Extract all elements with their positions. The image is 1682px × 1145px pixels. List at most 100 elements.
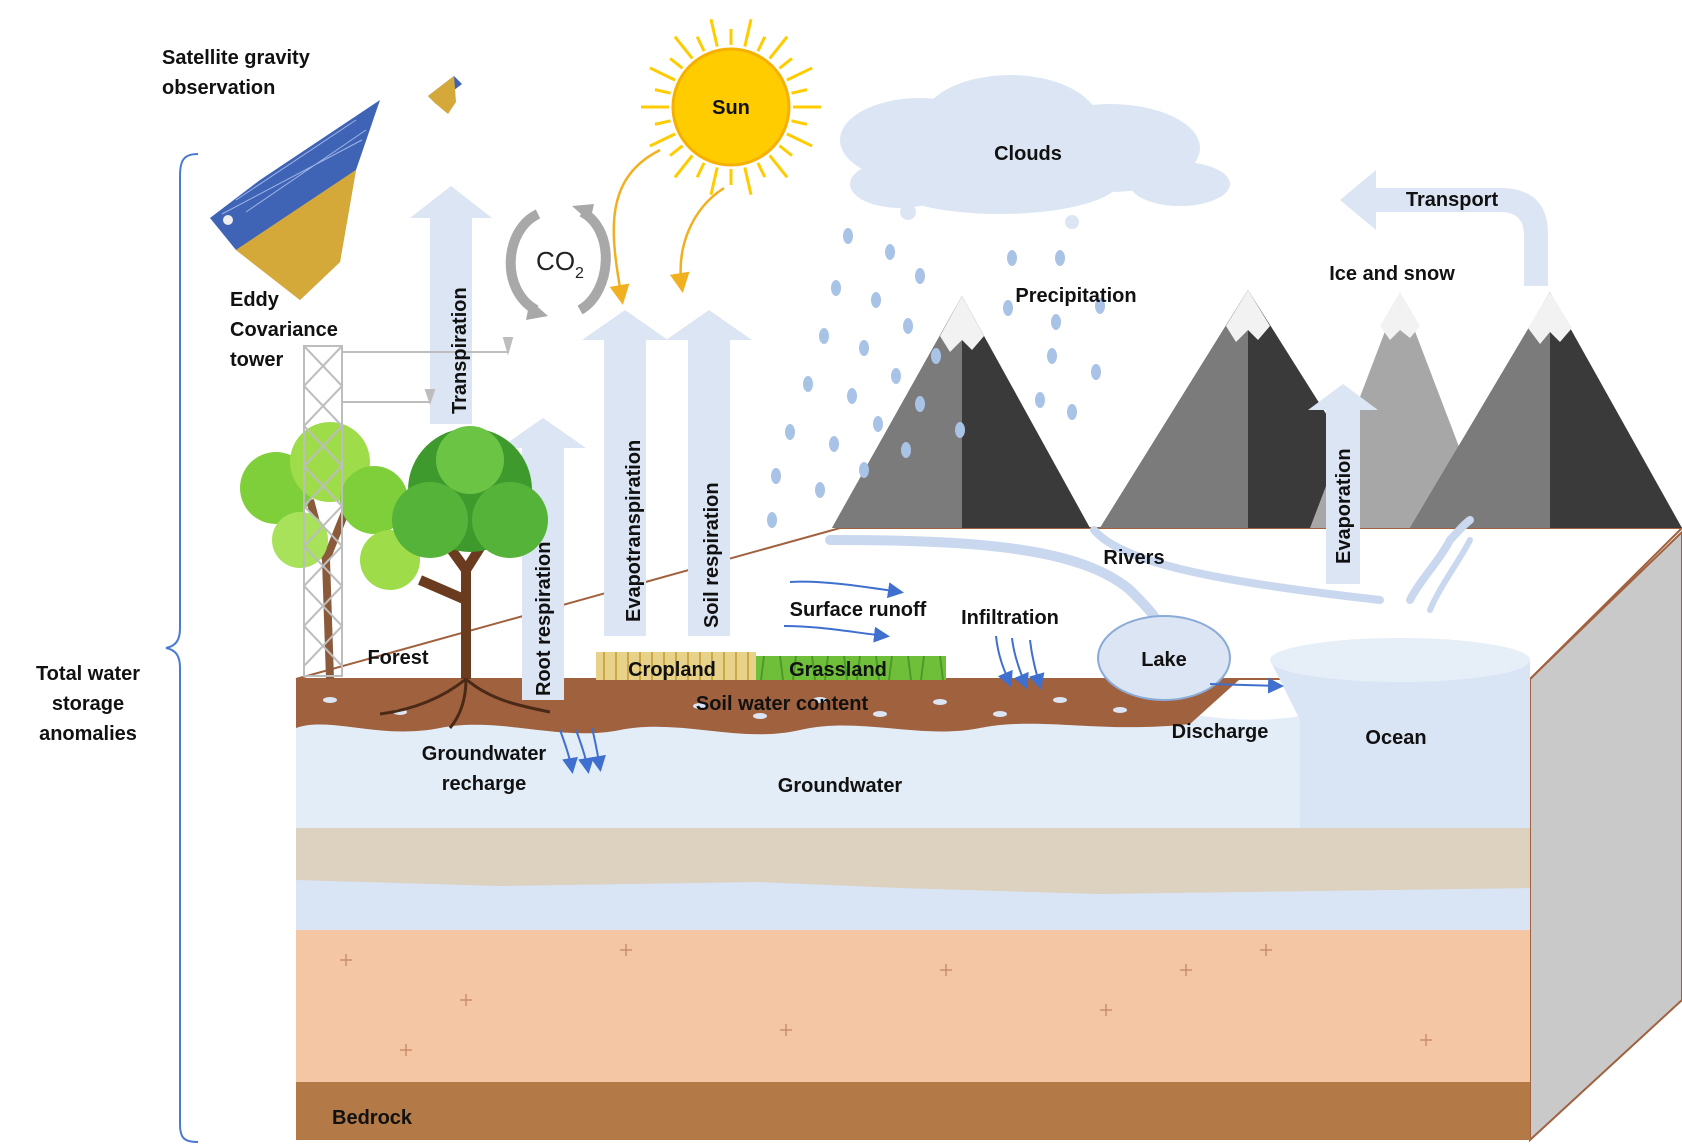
raindrop — [915, 396, 925, 412]
transport-label: Transport — [1406, 189, 1499, 211]
tws-label-line3: anomalies — [39, 723, 137, 745]
raindrop — [815, 482, 825, 498]
ocean-body — [1270, 640, 1530, 828]
infiltration-arrow-2 — [1011, 637, 1029, 690]
clay-layer — [296, 930, 1530, 1082]
clay-cracks — [340, 944, 1432, 1056]
raindrop — [1095, 298, 1105, 314]
raindrop — [915, 268, 925, 284]
raindrop — [843, 228, 853, 244]
eddy-label-line3: tower — [230, 349, 284, 371]
groundwater-layer — [296, 709, 1530, 828]
sunlight-arrow-2 — [669, 186, 725, 293]
recharge-arrow-3 — [590, 727, 606, 772]
raindrop — [903, 318, 913, 334]
raindrop — [771, 468, 781, 484]
sun-ray — [669, 57, 684, 70]
sun-ray — [673, 154, 694, 179]
eddy-label-line2: Covariance — [230, 319, 338, 341]
lake-label: Lake — [1141, 649, 1187, 671]
sand-layer — [296, 828, 1530, 894]
sun-ray — [654, 119, 671, 126]
tws-label-line1: Total water — [36, 663, 140, 685]
raindrop — [767, 512, 777, 528]
sun-ray — [791, 88, 808, 95]
sun-ray — [756, 36, 767, 52]
sun-ray — [768, 154, 789, 179]
soil-respiration-arrow — [666, 310, 752, 636]
storage-brace — [165, 153, 199, 1143]
raindrop — [891, 368, 901, 384]
co2-label: CO2 — [536, 246, 584, 282]
rivers-label: Rivers — [1103, 547, 1164, 569]
eddy-label-line1: Eddy — [230, 289, 280, 311]
raindrop — [847, 388, 857, 404]
raindrop — [901, 442, 911, 458]
raindrop — [819, 328, 829, 344]
sun-ray — [791, 119, 808, 126]
cropland-label: Cropland — [628, 659, 716, 681]
sun-rays — [641, 18, 821, 196]
raindrop — [871, 292, 881, 308]
surface-runoff-label: Surface runoff — [790, 599, 927, 621]
tws-label-line2: storage — [52, 693, 124, 715]
sun-ray — [743, 167, 753, 196]
raindrop — [1047, 348, 1057, 364]
sun — [641, 18, 821, 196]
bedrock-layer — [296, 1082, 1530, 1140]
sun-ray — [649, 66, 676, 82]
ocean-surface — [1270, 638, 1530, 682]
flux-arrows — [410, 170, 1548, 700]
raindrop — [1091, 364, 1101, 380]
flow-lines — [559, 580, 1284, 774]
cycle-arrows-icon — [505, 207, 611, 315]
evapotranspiration-label: Evapotranspiration — [623, 440, 645, 622]
raindrop — [831, 280, 841, 296]
sun-ray — [768, 35, 789, 60]
tower-icon — [302, 337, 514, 677]
small-satellite-icon — [428, 76, 462, 114]
soil-respiration-label: Soil respiration — [701, 482, 723, 628]
sun-ray — [778, 57, 793, 70]
surface-runoff-arrow-1 — [789, 580, 904, 599]
root-respiration-arrow — [500, 418, 586, 700]
sun-ray — [673, 35, 694, 60]
raindrop — [955, 422, 965, 438]
raindrop — [1007, 250, 1017, 266]
rivers — [825, 516, 1474, 641]
satellite-icon — [210, 100, 380, 300]
raindrop — [885, 244, 895, 260]
ice-snow-label: Ice and snow — [1329, 263, 1455, 285]
sun-ray — [778, 144, 793, 157]
sun-ray — [695, 162, 706, 178]
raindrop — [785, 424, 795, 440]
raindrop — [859, 340, 869, 356]
soil-water-content-label: Soil water content — [696, 693, 869, 715]
mountains — [832, 290, 1682, 528]
recharge-arrow-1 — [559, 729, 578, 774]
satellite-label-line1: Satellite gravity — [162, 47, 311, 69]
groundwater-recharge-label-line1: Groundwater — [422, 743, 547, 765]
sun-ray — [743, 18, 753, 47]
infiltration-arrow-3 — [1029, 639, 1045, 690]
clouds — [840, 75, 1230, 229]
sun-ray — [649, 132, 676, 148]
grassland-label: Grassland — [789, 659, 887, 681]
discharge-label: Discharge — [1172, 721, 1269, 743]
sun-icon — [671, 47, 791, 167]
clouds-label: Clouds — [994, 143, 1062, 165]
precipitation-droplets — [767, 228, 1105, 528]
sun-ray — [669, 144, 684, 157]
groundwater-label: Groundwater — [778, 775, 903, 797]
bedrock-label: Bedrock — [332, 1107, 413, 1129]
evaporation-label: Evaporation — [1333, 448, 1355, 564]
raindrop — [1035, 392, 1045, 408]
groundwater-recharge-label-line2: recharge — [442, 773, 527, 795]
raindrop — [1003, 300, 1013, 316]
soil-pores — [323, 697, 1127, 719]
sun-ray — [756, 162, 767, 178]
surface-runoff-arrow-2 — [783, 625, 890, 643]
discharge-arrow — [1209, 677, 1284, 694]
sun-ray — [695, 36, 706, 52]
